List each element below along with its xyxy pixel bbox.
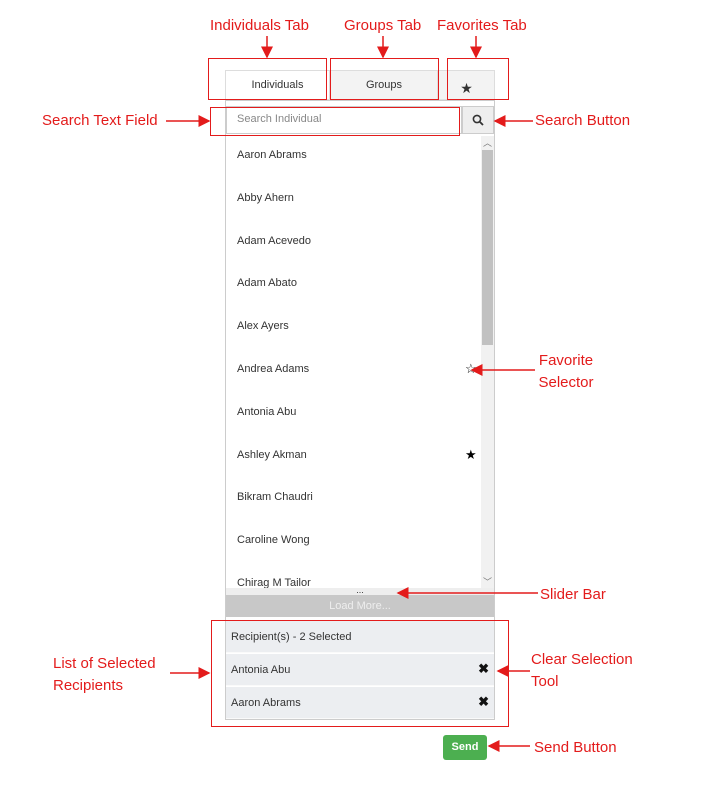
- send-button[interactable]: Send: [443, 735, 487, 760]
- list-item[interactable]: Adam Abato: [237, 277, 297, 290]
- list-item[interactable]: Bikram Chaudri: [237, 491, 313, 504]
- clear-icon[interactable]: ✖: [478, 661, 489, 676]
- list-item[interactable]: Adam Acevedo: [237, 234, 311, 247]
- search-input[interactable]: Search Individual: [226, 106, 462, 134]
- list-item[interactable]: Andrea Adams: [237, 363, 310, 375]
- tab-individuals[interactable]: Individuals: [225, 70, 330, 100]
- annotation-box: [211, 620, 509, 727]
- annotation-box: [210, 107, 460, 136]
- recipient-item: Aaron Abrams ✖: [226, 687, 494, 719]
- recipient-item: Antonia Abu ✖: [226, 654, 494, 686]
- list-item[interactable]: Antonia Abu: [237, 405, 297, 418]
- slider-bar[interactable]: ...: [226, 586, 494, 595]
- list-item[interactable]: Abby Ahern: [237, 191, 294, 204]
- annotation-box: [447, 58, 509, 100]
- annotation-groups-tab: Groups Tab: [344, 17, 422, 34]
- search-icon: [472, 114, 484, 126]
- list-item[interactable]: Ashley Akman: [237, 448, 307, 461]
- annotation-box: [208, 58, 327, 100]
- search-button[interactable]: [462, 106, 494, 134]
- list-item[interactable]: Alex Ayers: [237, 320, 289, 333]
- annotation-search-field: Search Text Field: [42, 112, 158, 129]
- star-icon: ★: [460, 79, 473, 96]
- annotation-individuals-tab: Individuals Tab: [210, 17, 309, 34]
- tab-groups[interactable]: Groups: [330, 70, 438, 100]
- recipient-name: Antonia Abu: [231, 664, 291, 676]
- list-item[interactable]: Aaron Abrams: [237, 149, 307, 161]
- scrollbar-thumb[interactable]: [482, 150, 493, 345]
- annotation-favorites-tab: Favorites Tab: [437, 17, 527, 34]
- annotation-box: [330, 58, 439, 100]
- scroll-down-icon[interactable]: ﹀: [482, 577, 492, 587]
- annotation-slider-bar: Slider Bar: [540, 586, 606, 603]
- load-more-button[interactable]: Load More...: [226, 595, 494, 617]
- recipients-header: Recipient(s) - 2 Selected: [226, 621, 494, 653]
- annotation-search-button: Search Button: [535, 112, 631, 129]
- list-item[interactable]: Chirag M Tailor: [237, 577, 311, 589]
- favorite-star-icon[interactable]: ★: [465, 446, 477, 462]
- annotation-send-button: Send Button: [534, 739, 617, 756]
- list-item[interactable]: Caroline Wong: [237, 534, 310, 547]
- scroll-up-icon[interactable]: ︿: [482, 138, 492, 148]
- scrollbar[interactable]: ︿ ﹀: [481, 136, 494, 588]
- clear-icon[interactable]: ✖: [478, 694, 489, 709]
- recipient-name: Aaron Abrams: [231, 697, 301, 709]
